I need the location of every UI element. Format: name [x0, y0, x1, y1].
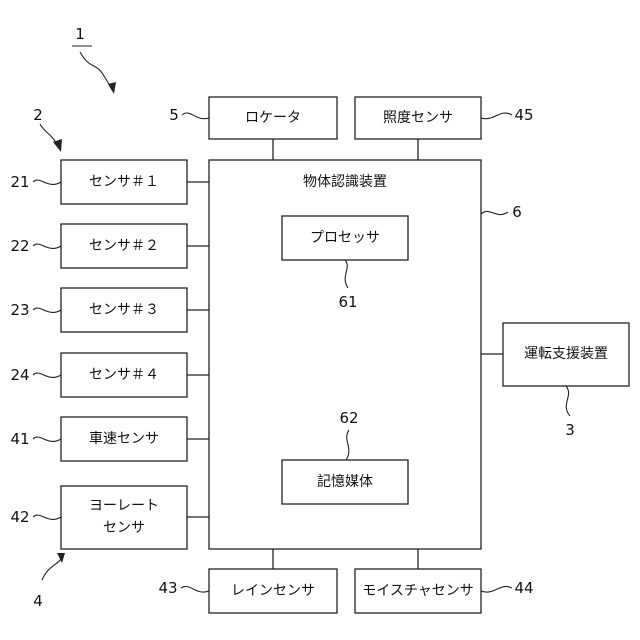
yaw-rate-sensor-leader	[33, 515, 61, 519]
rain-sensor-leader	[181, 586, 209, 592]
sensor-1-ref: 21	[10, 173, 29, 191]
illuminance-sensor-leader	[481, 113, 512, 119]
vehicle-state-group-leader	[42, 558, 62, 580]
vehicle-speed-sensor-label: 車速センサ	[89, 430, 159, 447]
yaw-rate-sensor-box	[61, 486, 187, 549]
sensor-4-label: センサ＃４	[89, 367, 159, 383]
device-ref-leader	[80, 52, 112, 90]
moisture-sensor-ref: 44	[514, 579, 533, 597]
sensor-3-leader	[33, 308, 61, 312]
sensor-1-leader	[33, 180, 61, 184]
sensor-4-ref: 24	[10, 366, 29, 384]
driving-assist-label: 運転支援装置	[524, 346, 608, 362]
driving-assist-leader	[566, 386, 570, 416]
sensor-3-label: センサ＃３	[89, 302, 159, 318]
yaw-rate-sensor-label-line1: ヨーレート	[89, 498, 159, 514]
processor-label: プロセッサ	[310, 230, 380, 246]
locator-ref: 5	[169, 106, 179, 124]
driving-assist-ref: 3	[565, 421, 575, 439]
object-recognition-device-title: 物体認識装置	[303, 174, 387, 190]
yaw-rate-sensor-label-line2: センサ	[103, 520, 145, 536]
vehicle-speed-sensor-leader	[33, 437, 61, 441]
moisture-sensor-label: モイスチャセンサ	[362, 583, 473, 599]
sensor-1-label: センサ＃１	[89, 174, 159, 190]
storage-ref: 62	[339, 409, 358, 427]
sensor-3-ref: 23	[10, 301, 29, 319]
sensor-2-label: センサ＃２	[89, 238, 159, 254]
yaw-rate-sensor-ref: 42	[10, 508, 29, 526]
sensor-group-ref: 2	[33, 106, 43, 124]
locator-leader	[182, 113, 209, 119]
object-recognition-device-ref: 6	[512, 203, 522, 221]
sensor-2-leader	[33, 244, 61, 248]
device-ref-number: 1	[75, 25, 85, 43]
device-ref-arrowhead	[108, 82, 116, 94]
illuminance-sensor-label: 照度センサ	[383, 110, 453, 126]
vehicle-state-group-ref: 4	[33, 592, 43, 610]
rain-sensor-label: レインセンサ	[231, 583, 315, 599]
sensor-2-ref: 22	[10, 237, 29, 255]
processor-ref: 61	[338, 293, 357, 311]
vehicle-speed-sensor-ref: 41	[10, 430, 29, 448]
sensor-4-leader	[33, 373, 61, 377]
locator-label: ロケータ	[245, 110, 301, 126]
moisture-sensor-leader	[481, 586, 512, 592]
rain-sensor-ref: 43	[158, 579, 177, 597]
storage-label: 記憶媒体	[317, 473, 373, 490]
illuminance-sensor-ref: 45	[514, 106, 533, 124]
object-recognition-device-leader	[481, 211, 508, 214]
